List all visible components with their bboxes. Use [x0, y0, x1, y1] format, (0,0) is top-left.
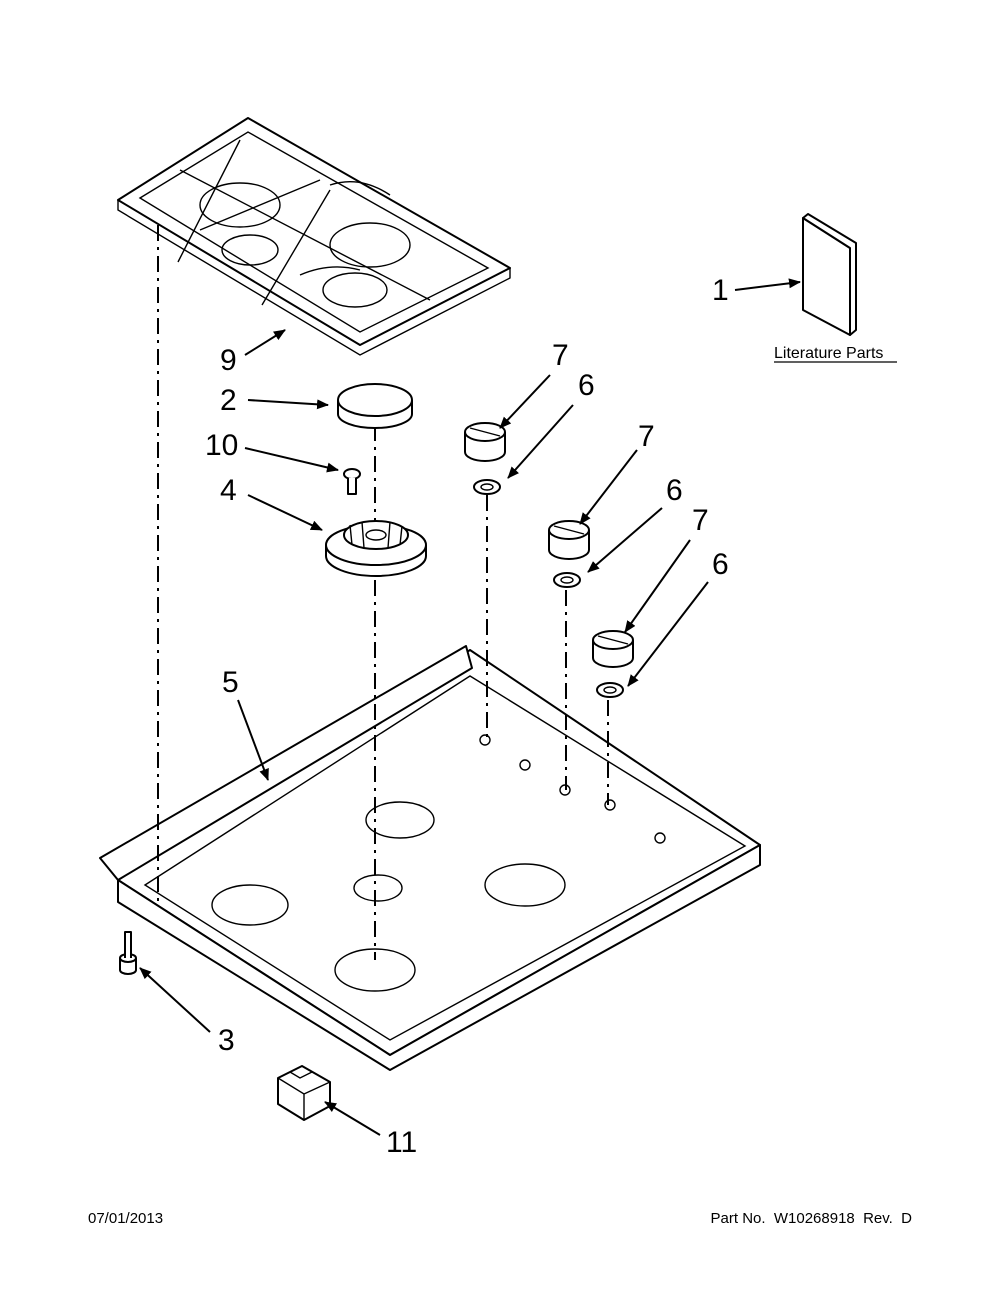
callout-10: 10 — [205, 429, 238, 462]
callout-2: 2 — [220, 384, 237, 417]
leader-arrow-6b — [587, 507, 663, 573]
leader-arrow-7a — [499, 374, 551, 429]
leader-arrow-1 — [734, 278, 801, 291]
literature-parts-label: Literature Parts — [774, 345, 883, 362]
callout-1: 1 — [712, 274, 729, 307]
footer-part-number: Part No. W10268918 Rev. D — [711, 1210, 913, 1227]
burner-cap-part-2 — [337, 383, 413, 429]
grate-part-9 — [117, 117, 511, 356]
leader-arrow-10 — [244, 447, 339, 473]
bezel-part-6-b — [553, 572, 581, 588]
callout-7c: 7 — [692, 504, 709, 537]
leveling-leg-part-3 — [119, 931, 137, 975]
callout-6a: 6 — [578, 369, 595, 402]
bezel-part-6-c — [596, 682, 624, 698]
literature-booklet-part-1 — [802, 213, 857, 336]
knob-part-7-a — [464, 422, 506, 462]
footer-date: 07/01/2013 — [88, 1210, 163, 1227]
leader-arrow-9 — [244, 329, 286, 356]
bezel-part-6-a — [473, 479, 501, 495]
burner-base-part-4 — [325, 520, 427, 577]
callout-6b: 6 — [666, 474, 683, 507]
callout-6c: 6 — [712, 548, 729, 581]
callout-9: 9 — [220, 344, 237, 377]
leader-arrow-5 — [237, 699, 269, 781]
block-part-11 — [277, 1065, 331, 1121]
leader-arrow-11 — [324, 1101, 381, 1136]
leader-arrow-3 — [139, 967, 211, 1033]
callout-7a: 7 — [552, 339, 569, 372]
knob-part-7-b — [548, 520, 590, 560]
leader-arrow-6c — [627, 581, 709, 687]
screw-part-10 — [343, 468, 361, 495]
callout-4: 4 — [220, 474, 237, 507]
cooktop-main-top-part-5 — [99, 645, 761, 1071]
leader-arrow-4 — [247, 494, 323, 531]
leader-arrow-7b — [579, 449, 638, 525]
leader-arrow-2 — [247, 399, 329, 410]
knob-part-7-c — [592, 630, 634, 668]
leader-arrow-6a — [507, 404, 574, 479]
callout-11: 11 — [386, 1126, 417, 1159]
callout-3: 3 — [218, 1024, 235, 1057]
callout-7b: 7 — [638, 420, 655, 453]
leader-arrow-7c — [624, 539, 691, 633]
callout-5: 5 — [222, 666, 239, 699]
